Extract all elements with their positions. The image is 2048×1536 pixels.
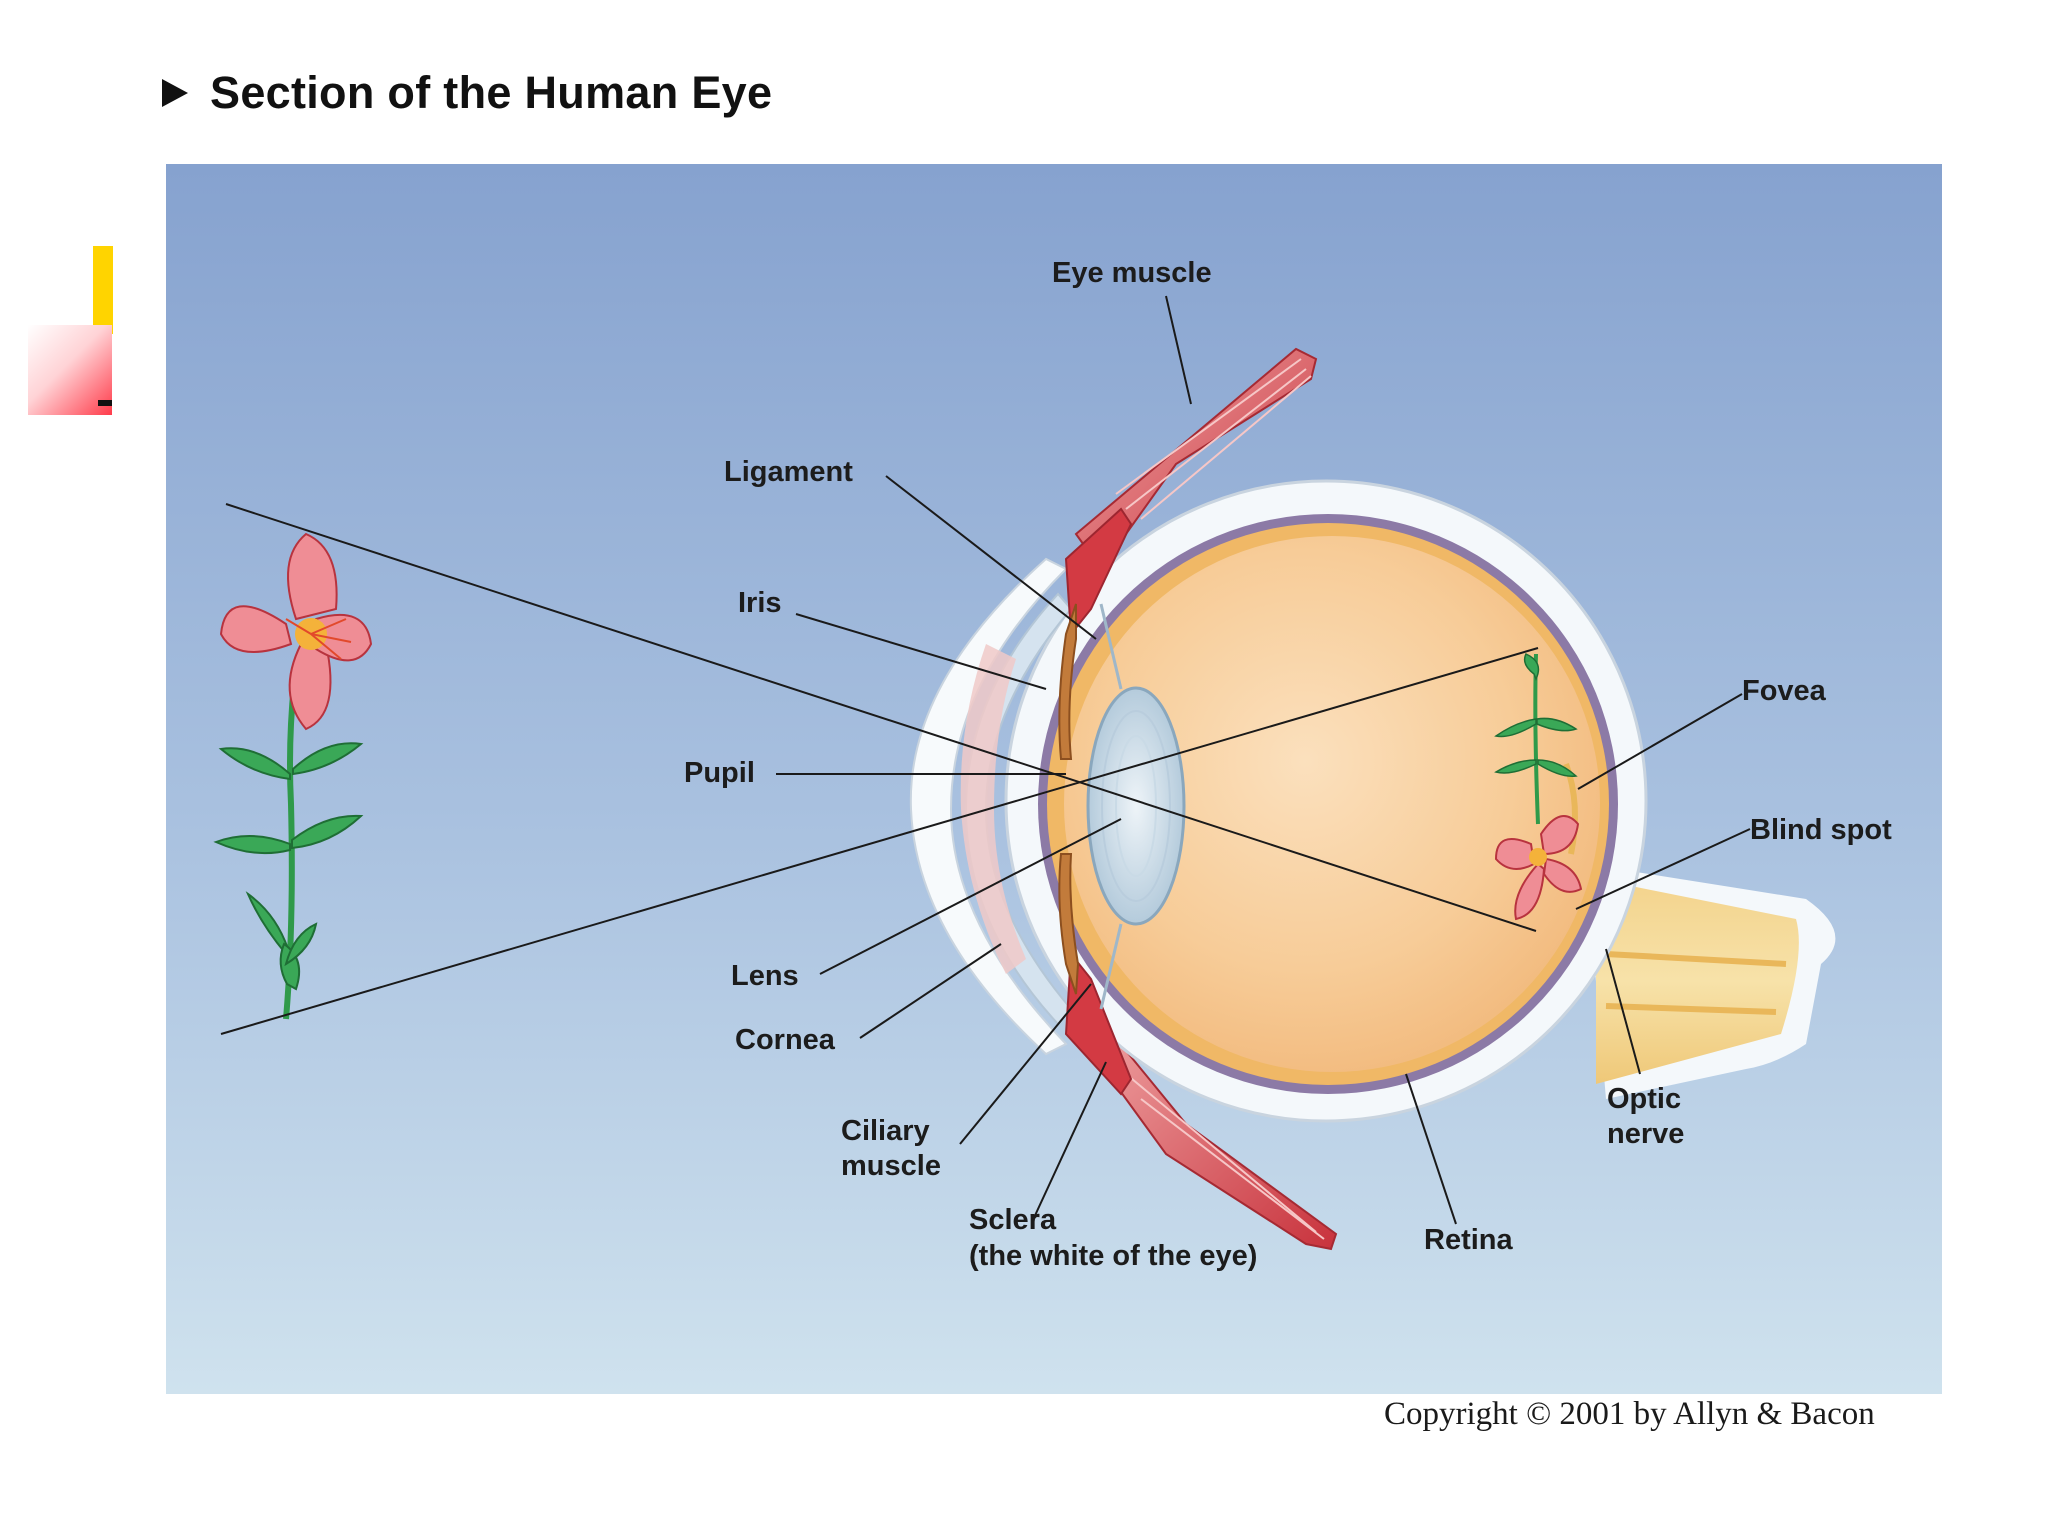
label-optic-nerve-line1: Optic (1607, 1083, 1681, 1115)
label-fovea: Fovea (1742, 675, 1827, 707)
label-pupil: Pupil (684, 757, 755, 789)
label-eye-muscle: Eye muscle (1052, 257, 1212, 289)
page-title: Section of the Human Eye (210, 67, 772, 119)
label-sclera-line1: Sclera (969, 1204, 1057, 1236)
accent-bar-yellow (93, 246, 113, 334)
label-iris: Iris (738, 587, 782, 619)
label-blind-spot: Blind spot (1750, 814, 1892, 846)
label-ligament: Ligament (724, 456, 853, 488)
label-sclera-line2: (the white of the eye) (969, 1240, 1257, 1272)
copyright-notice: Copyright © 2001 by Allyn & Bacon (1384, 1396, 1875, 1433)
label-retina: Retina (1424, 1224, 1514, 1256)
label-ciliary-muscle-line1: Ciliary (841, 1115, 930, 1147)
label-optic-nerve-line2: nerve (1607, 1118, 1684, 1150)
label-ciliary-muscle-line2: muscle (841, 1150, 941, 1182)
label-lens: Lens (731, 960, 799, 992)
eye-diagram: Eye muscle Ligament Iris Pupil Lens Corn… (166, 164, 1942, 1394)
title-row: Section of the Human Eye (162, 62, 772, 124)
triangle-bullet-icon (162, 79, 188, 107)
accent-dash (98, 400, 112, 406)
label-cornea: Cornea (735, 1024, 836, 1056)
